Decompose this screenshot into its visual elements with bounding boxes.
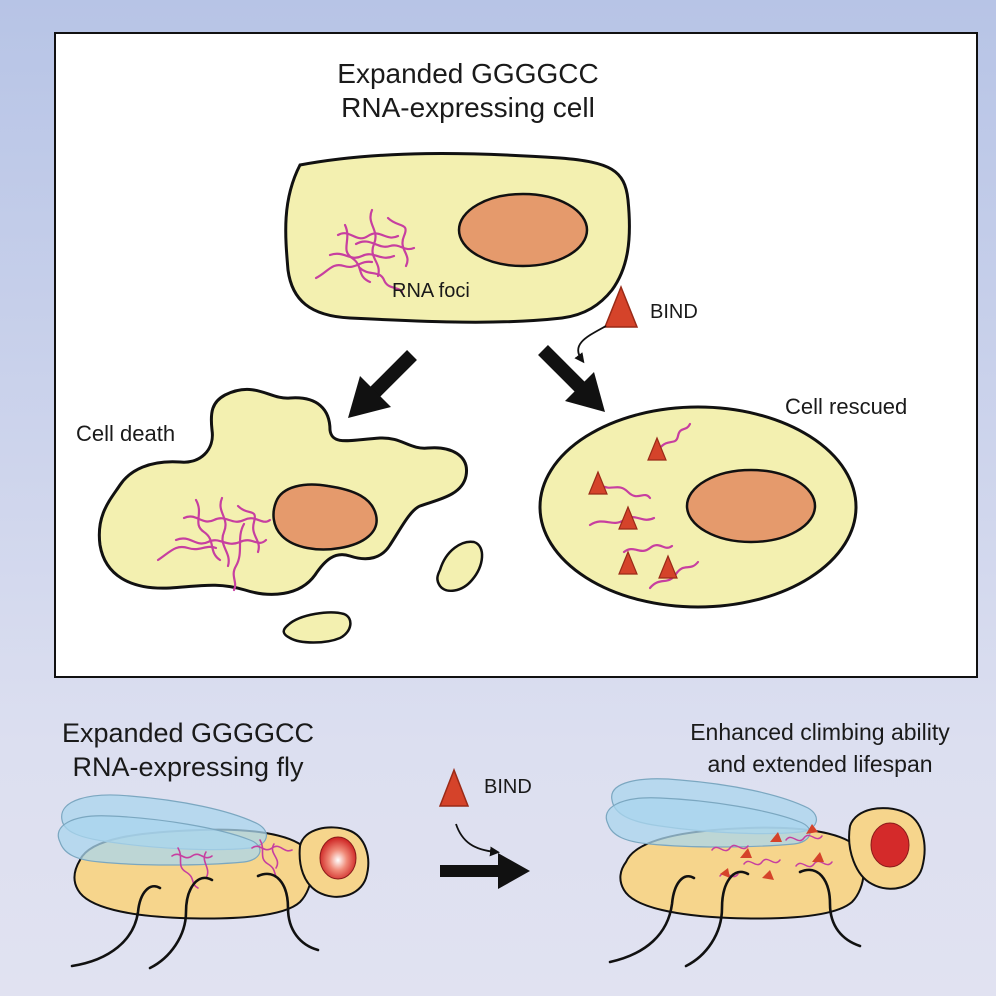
rescued-cell bbox=[538, 405, 858, 609]
bind-drug-icon bbox=[603, 284, 639, 328]
bind-curve-arrow-bottom bbox=[455, 823, 500, 857]
dying-cell bbox=[97, 388, 468, 596]
arrow-to-cell-rescued bbox=[538, 345, 605, 412]
fly-left-title-line1: Expanded GGGGCC bbox=[62, 718, 314, 748]
fly-untreated bbox=[57, 794, 370, 970]
fly-treated-rna bbox=[711, 834, 833, 878]
bind-curve-arrow bbox=[574, 325, 607, 364]
bind-molecule bbox=[588, 470, 608, 495]
bind-label-bottom: BIND bbox=[484, 776, 532, 798]
bind-molecule bbox=[618, 505, 638, 530]
cell-death-label: Cell death bbox=[76, 421, 175, 446]
diseased-cell: RNA foci bbox=[284, 152, 631, 324]
rescued-cell-nucleus bbox=[685, 468, 817, 544]
dying-cell-nucleus bbox=[272, 483, 378, 551]
rna-foci-label: RNA foci bbox=[392, 280, 470, 302]
bind-molecule bbox=[720, 868, 730, 878]
fly-treated bbox=[605, 778, 926, 968]
fly-treated-eye bbox=[870, 822, 910, 868]
bind-molecule bbox=[647, 436, 667, 461]
bind-molecule bbox=[812, 852, 824, 862]
arrow-to-cell-death bbox=[348, 350, 417, 418]
fly-treated-legs bbox=[608, 868, 862, 968]
cell-title-line1: Expanded GGGGCC bbox=[337, 58, 598, 89]
apoptotic-fragment-2 bbox=[282, 611, 352, 644]
bind-label-top: BIND bbox=[650, 301, 698, 323]
fly-treated-bind-molecules bbox=[720, 824, 824, 880]
fly-untreated-legs bbox=[70, 872, 320, 970]
apoptotic-fragment-1 bbox=[436, 540, 484, 593]
fly-untreated-wing-front bbox=[57, 815, 261, 866]
bind-molecule bbox=[762, 870, 774, 880]
fly-right-title-line1: Enhanced climbing ability bbox=[690, 719, 950, 745]
bind-molecule bbox=[806, 824, 818, 834]
bind-molecule bbox=[740, 848, 752, 858]
bind-molecule bbox=[770, 832, 782, 842]
fly-untreated-eye bbox=[319, 836, 357, 880]
cell-title-line2: RNA-expressing cell bbox=[341, 92, 595, 123]
bind-drug-icon-bottom bbox=[438, 767, 470, 807]
dying-cell-rna-foci bbox=[156, 496, 272, 592]
fly-right-title-line2: and extended lifespan bbox=[707, 751, 932, 777]
diseased-cell-nucleus bbox=[457, 192, 589, 268]
treatment-arrow bbox=[440, 853, 530, 889]
cell-rescued-label: Cell rescued bbox=[785, 394, 907, 419]
fly-left-title-line2: RNA-expressing fly bbox=[72, 752, 304, 782]
rescued-cell-bind-molecules bbox=[588, 436, 678, 579]
bind-molecule bbox=[618, 550, 638, 575]
bind-molecule bbox=[658, 554, 678, 579]
rna-foci-cluster bbox=[314, 208, 416, 294]
